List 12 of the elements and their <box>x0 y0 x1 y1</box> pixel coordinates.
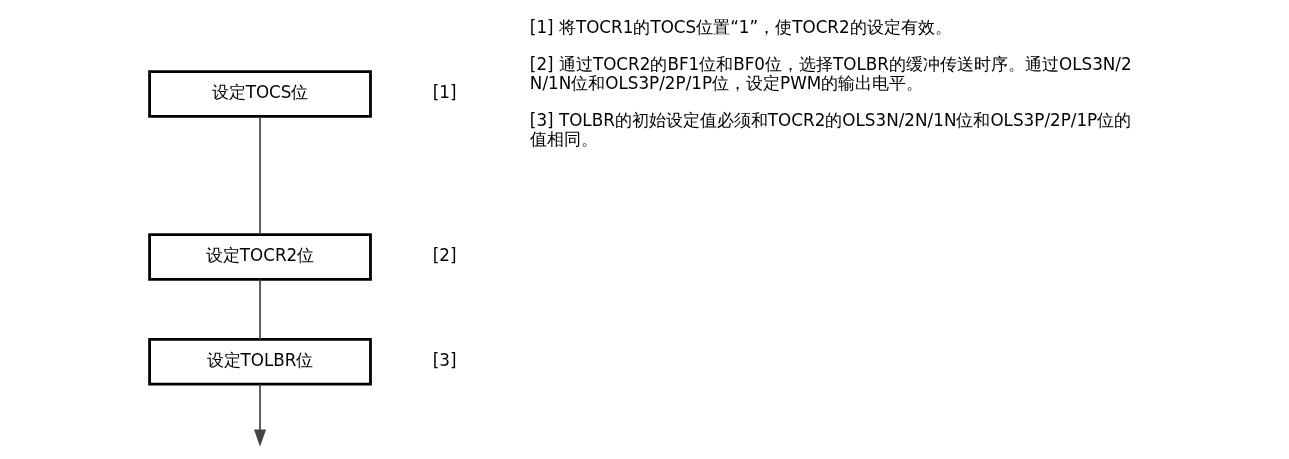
label: [1] 将TOCR1的TOCS位置“1”，使TOCR2的设定有效。 <box>529 16 952 37</box>
node-box: 设定TOCR2位 <box>148 233 372 281</box>
arrow <box>253 383 267 447</box>
label: [3] TOLBR的初始设定值必须和TOCR2的OLS3N/2N/1N位和OLS3P/2P/1P位的值相同。 <box>529 110 1132 149</box>
label: [2] 通过TOCR2的BF1位和BF0位，选择TOLBR的缓冲传送时序。通过OLS3N/2N/1N位和OLS3P/2P/1P位，设定PWM的输出电平。 <box>529 54 1132 93</box>
node-label: [2] <box>432 245 457 266</box>
node-label: [3] <box>432 350 457 371</box>
node-box: 设定TOCS位 <box>148 70 372 118</box>
connector <box>259 278 261 341</box>
node-box: 设定TOLBR位 <box>148 338 372 386</box>
connector <box>259 116 261 236</box>
node-label: [1] <box>432 82 457 103</box>
